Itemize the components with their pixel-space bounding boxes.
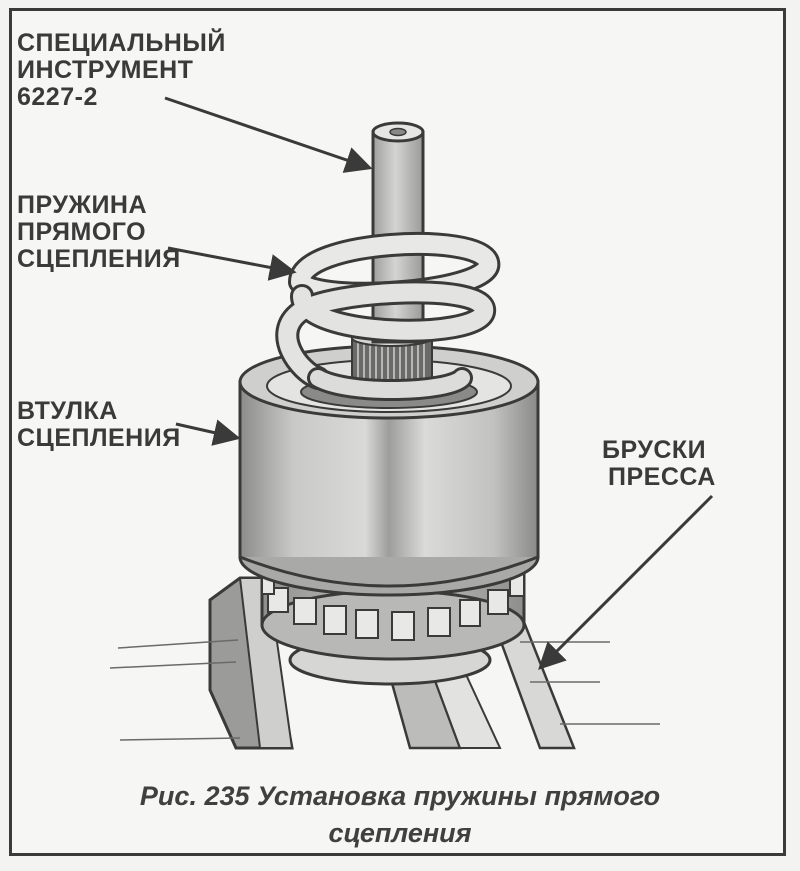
caption-line: сцепления — [328, 818, 472, 848]
label-line: СПЕЦИАЛЬНЫЙ — [17, 29, 226, 57]
label-line: 6227-2 — [17, 83, 98, 111]
figure-caption: Рис. 235 Установка пружины прямого сцепл… — [40, 778, 760, 852]
label-line: СЦЕПЛЕНИЯ — [17, 245, 181, 273]
arrow-spring — [167, 246, 297, 281]
arrow-hub — [175, 419, 241, 446]
label-line: ПРЕССА — [608, 463, 716, 491]
label-clutch-hub: ВТУЛКА СЦЕПЛЕНИЯ — [17, 398, 181, 452]
coil-spring — [275, 232, 500, 402]
label-line: БРУСКИ — [602, 436, 707, 464]
leader-arrows — [164, 96, 714, 670]
arrow-blocks — [538, 494, 714, 670]
label-press-blocks: БРУСКИ ПРЕССА — [602, 437, 716, 491]
label-line: ПРЯМОГО — [17, 218, 147, 246]
label-line: ВТУЛКА — [17, 397, 118, 425]
label-line: СЦЕПЛЕНИЯ — [17, 424, 181, 452]
caption-line: Рис. 235 Установка пружины прямого — [139, 781, 661, 811]
arrow-tool — [164, 96, 373, 173]
label-direct-clutch-spring: ПРУЖИНА ПРЯМОГО СЦЕПЛЕНИЯ — [17, 192, 181, 273]
label-special-tool: СПЕЦИАЛЬНЫЙ ИНСТРУМЕНТ 6227-2 — [17, 30, 226, 111]
label-line: ИНСТРУМЕНТ — [17, 56, 194, 84]
label-line: ПРУЖИНА — [17, 191, 148, 219]
